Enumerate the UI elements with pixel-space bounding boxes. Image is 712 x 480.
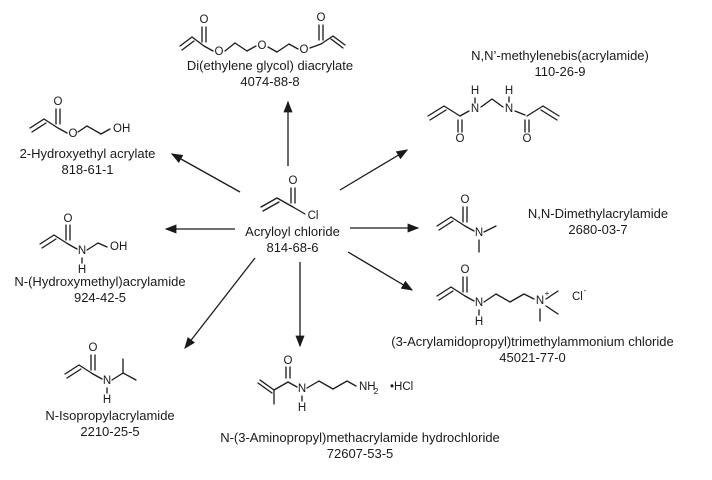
compound-name: 2-Hydroxyethyl acrylate bbox=[19, 146, 156, 161]
arrow-to-methylenebis bbox=[339, 149, 409, 191]
atom-label-h: H bbox=[78, 264, 86, 276]
compound-name: N-Isopropylacrylamide bbox=[45, 408, 175, 423]
compound-name: (3-Acrylamidopropyl)trimethylammonium ch… bbox=[391, 334, 674, 349]
atom-label-o: O bbox=[258, 40, 267, 52]
arrow-to-hydroxyethyl bbox=[170, 153, 241, 193]
bonds bbox=[64, 354, 137, 394]
atom-label-oh: OH bbox=[110, 241, 127, 253]
atom-label-o: O bbox=[300, 44, 309, 56]
atom-label-oh: OH bbox=[113, 123, 130, 135]
compound-label-hydroxyethyl: 2-Hydroxyethyl acrylate 818-61-1 bbox=[0, 146, 175, 178]
structure-acryloyl-chloride: O Cl bbox=[260, 175, 319, 222]
atom-label-n: N bbox=[103, 375, 111, 387]
structure-methylenebis: O N H N H O bbox=[427, 85, 560, 145]
bonds bbox=[29, 108, 111, 135]
compound-name: Di(ethylene glycol) diacrylate bbox=[186, 58, 354, 73]
bonds bbox=[260, 187, 306, 215]
atom-label-nh: NH bbox=[359, 381, 376, 393]
compound-name: N-(3-Aminopropyl)methacrylamide hydrochl… bbox=[220, 430, 500, 445]
atom-label-n: N bbox=[475, 297, 483, 309]
atom-label-o: O bbox=[54, 96, 63, 108]
atom-label-n: N bbox=[78, 245, 86, 257]
compound-label-nipam: N-Isopropylacrylamide 2210-25-5 bbox=[20, 408, 200, 440]
structure-nipam: O N H bbox=[64, 342, 137, 406]
arrow-to-aptac bbox=[347, 251, 414, 291]
structure-dimethyl: O N bbox=[436, 194, 497, 253]
compound-cas: 2680-03-7 bbox=[568, 222, 628, 237]
compound-cas: 924-42-5 bbox=[73, 290, 127, 305]
bonds bbox=[427, 96, 560, 133]
atom-label-h: H bbox=[298, 402, 306, 414]
structure-hydroxymethyl: O N H OH bbox=[39, 213, 127, 276]
atom-label-o: O bbox=[461, 194, 470, 206]
compound-name: N-(Hydroxymethyl)acrylamide bbox=[14, 274, 186, 289]
compound-label-aptac: (3-Acrylamidopropyl)trimethylammonium ch… bbox=[370, 334, 695, 366]
charge-minus: - bbox=[584, 285, 587, 295]
atom-label-o: O bbox=[69, 128, 78, 140]
atom-label-o: O bbox=[215, 46, 224, 58]
compound-cas: 45021-77-0 bbox=[499, 350, 566, 365]
atom-label-o: O bbox=[284, 355, 293, 367]
compound-label-diacrylate: Di(ethylene glycol) diacrylate 4074-88-8 bbox=[145, 58, 395, 90]
compound-label-hydroxymethyl: N-(Hydroxymethyl)acrylamide 924-42-5 bbox=[0, 274, 200, 306]
compound-name: N,N-Dimethylacrylamide bbox=[527, 206, 669, 221]
structure-hydroxyethyl: O O OH bbox=[29, 96, 130, 140]
atom-label-h: H bbox=[471, 85, 479, 97]
atom-label-n: N bbox=[298, 383, 306, 395]
structure-apma: O N H NH 2 •HCl bbox=[257, 355, 413, 414]
atom-label-n: N bbox=[505, 103, 513, 115]
atom-label-o: O bbox=[89, 342, 98, 354]
atom-label-cl: Cl bbox=[308, 210, 319, 222]
atom-label-h: H bbox=[505, 85, 513, 97]
atom-label-n: N bbox=[475, 227, 483, 239]
hcl-label: •HCl bbox=[390, 381, 413, 393]
atom-label-o: O bbox=[317, 12, 326, 24]
structure-diacrylate: O O O O O bbox=[179, 12, 346, 58]
atom-label-o: O bbox=[200, 14, 209, 26]
arrow-group bbox=[164, 100, 420, 350]
compound-name: N,N’-methylenebis(acrylamide) bbox=[471, 48, 649, 63]
atom-label-n: N bbox=[536, 295, 544, 307]
atom-label-h: H bbox=[103, 394, 111, 406]
atom-label-o: O bbox=[461, 264, 470, 276]
bonds bbox=[179, 24, 346, 53]
compound-label-apma: N-(3-Aminopropyl)methacrylamide hydrochl… bbox=[150, 430, 570, 462]
atom-label-o: O bbox=[523, 133, 532, 145]
bonds bbox=[257, 366, 357, 405]
bonds bbox=[436, 206, 497, 253]
atom-label-o: O bbox=[456, 133, 465, 145]
bonds bbox=[39, 224, 108, 264]
structure-aptac: O N H N + Cl - bbox=[436, 264, 587, 328]
charge-plus: + bbox=[545, 288, 550, 298]
atom-label-sub2: 2 bbox=[374, 386, 379, 396]
atom-label-h: H bbox=[475, 316, 483, 328]
atom-label-cl: Cl bbox=[572, 291, 583, 303]
atom-label-o: O bbox=[64, 213, 73, 225]
atom-label-o: O bbox=[289, 175, 298, 187]
bonds bbox=[436, 276, 559, 322]
compound-name: Acryloyl chloride bbox=[245, 224, 340, 239]
compound-cas: 110-26-9 bbox=[534, 64, 586, 79]
compound-label-acryloyl: Acryloyl chloride 814-68-6 bbox=[230, 224, 355, 256]
compound-cas: 818-61-1 bbox=[61, 162, 114, 177]
compound-cas: 814-68-6 bbox=[266, 240, 319, 255]
compound-label-dimethyl: N,N-Dimethylacrylamide 2680-03-7 bbox=[518, 206, 678, 238]
compound-label-methylenebis: N,N’-methylenebis(acrylamide) 110-26-9 bbox=[425, 48, 695, 80]
compound-cas: 2210-25-5 bbox=[80, 424, 140, 439]
arrow-to-nipam bbox=[184, 257, 256, 350]
compound-cas: 72607-53-5 bbox=[326, 446, 394, 461]
atom-label-n: N bbox=[471, 103, 479, 115]
compound-cas: 4074-88-8 bbox=[240, 74, 300, 89]
